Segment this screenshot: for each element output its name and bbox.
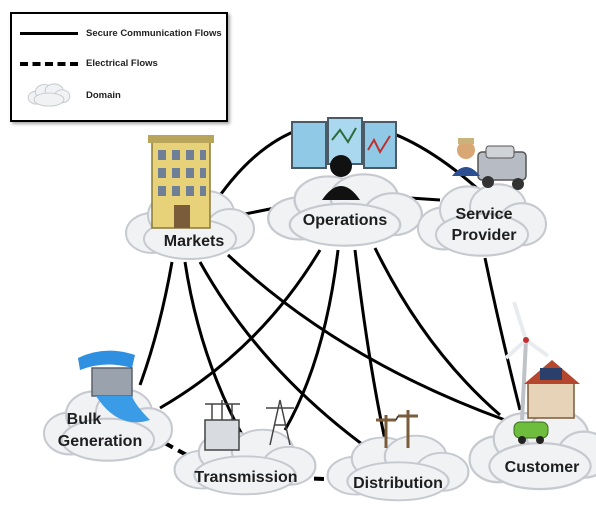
service-provider-label-line2: Provider [452,227,517,244]
legend-elec-row: Electrical Flows [20,58,158,69]
operations-monitors-icon [291,117,397,200]
legend-comm-label: Secure Communication Flows [86,28,222,39]
transmission-label: Transmission [194,469,297,486]
comm-serviceprovider-customer [483,257,522,411]
comm-operations-customer [373,247,501,417]
dashed-line-swatch [20,61,78,66]
distribution-poles-icon [376,410,418,448]
comm-markets-distribution [198,261,371,452]
operations-label: Operations [303,212,388,229]
comm-operations-transmission [283,249,340,431]
bulk-generation-label-line2: Generation [58,433,142,450]
solid-line-swatch [20,32,78,35]
comm-markets-customer [226,253,506,422]
markets-label: Markets [164,233,225,250]
transmission-substation-icon [204,399,294,451]
cloud-swatch-icon [27,83,71,107]
legend: Secure Communication Flows Electrical Fl… [10,12,228,122]
legend-domain-row: Domain [20,82,121,108]
markets-building-icon [148,135,214,229]
legend-domain-label: Domain [86,89,121,101]
distribution-label: Distribution [353,475,443,492]
legend-elec-label: Electrical Flows [86,58,158,69]
customer-house-turbine-icon [504,301,580,444]
bulk-generation-dam-icon [78,350,150,423]
bulk-generation-label-line1: Bulk [67,411,102,428]
legend-comm-row: Secure Communication Flows [20,28,222,39]
comm-operations-distribution [353,249,387,441]
customer-label: Customer [505,459,580,476]
service-provider-label-line1: Service [456,206,513,223]
service-provider-truck-icon [452,138,527,190]
comm-markets-bulkgen [138,261,174,386]
comm-operations-bulkgen [159,249,322,410]
operations-cloud [267,173,423,247]
